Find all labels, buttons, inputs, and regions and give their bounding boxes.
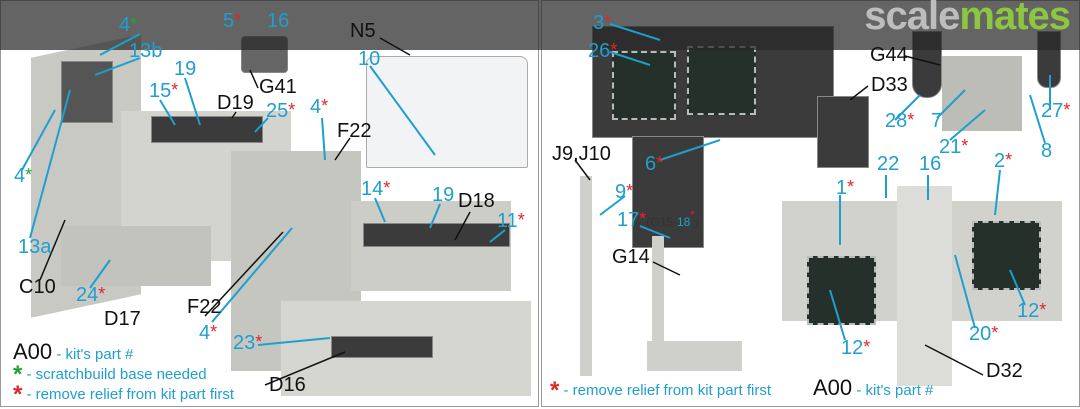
mfd-12-left-photo bbox=[807, 256, 876, 325]
panel-d33-photo bbox=[817, 96, 869, 168]
mfd-12-right-photo bbox=[972, 221, 1041, 290]
console-panel-d18-photo bbox=[363, 223, 510, 247]
callout-6: 6* bbox=[645, 153, 664, 175]
callout-g41: G41 bbox=[259, 76, 297, 98]
callout-3: 3* bbox=[593, 12, 612, 34]
center-column-photo bbox=[897, 186, 952, 386]
callout-17: 17*(G15-18*) bbox=[617, 209, 699, 231]
callout-d17: D17 bbox=[104, 308, 141, 330]
legend-remove-relief: * - remove relief from kit part first bbox=[13, 381, 235, 408]
callout-d19: D19 bbox=[217, 92, 254, 114]
canopy-glass-photo bbox=[366, 56, 528, 168]
callout-4: 4* bbox=[199, 322, 218, 344]
callout-21: 21* bbox=[939, 136, 969, 158]
legend-kit-part: A00 - kit's part # bbox=[813, 375, 934, 400]
console-panel-d19-photo bbox=[151, 116, 263, 143]
callout-c10: C10 bbox=[19, 276, 56, 298]
callout-f22: F22 bbox=[337, 120, 372, 142]
callout-14: 14* bbox=[361, 178, 391, 200]
callout-5: 5* bbox=[223, 10, 242, 32]
left-side-console-photo bbox=[61, 226, 211, 286]
callout-16: 16 bbox=[919, 153, 942, 175]
callout-2: 2* bbox=[994, 150, 1013, 172]
callout-23: 23* bbox=[233, 332, 263, 354]
console-panel-d16-photo bbox=[331, 336, 433, 358]
callout-12-left: 12* bbox=[841, 337, 871, 359]
callout-11: 11* bbox=[497, 210, 525, 232]
callout-f22: F22 bbox=[187, 296, 222, 318]
legend-scratchbuild: * - scratchbuild base needed bbox=[13, 361, 207, 388]
right-instruction-panel: 3* 26* G44 D33 28* 7 27* 21* 8 J9,J10 6*… bbox=[541, 0, 1080, 407]
callout-d16: D16 bbox=[269, 374, 306, 396]
callout-20: 20* bbox=[969, 323, 999, 345]
callout-1: 1* bbox=[836, 177, 855, 199]
callout-8: 8 bbox=[1041, 140, 1053, 162]
legend-kit-part: A00 - kit's part # bbox=[13, 339, 134, 364]
stick-j9-photo bbox=[580, 176, 592, 376]
panel-13b-photo bbox=[61, 61, 113, 123]
legend-remove-relief: * - remove relief from kit part first bbox=[550, 377, 772, 404]
callout-d18: D18 bbox=[458, 190, 495, 212]
callout-19: 19 bbox=[174, 58, 197, 80]
mfd-26-photo bbox=[612, 51, 676, 120]
panel-6-photo bbox=[632, 136, 704, 248]
callout-19: 19 bbox=[432, 184, 455, 206]
throttle-g14-photo bbox=[652, 236, 664, 346]
callout-13b: 13b bbox=[129, 40, 163, 62]
callout-10: 10 bbox=[358, 48, 381, 70]
callout-4: 4* bbox=[119, 14, 138, 36]
callout-9: 9* bbox=[615, 181, 634, 203]
callout-24: 24* bbox=[76, 284, 106, 306]
callout-n5: N5 bbox=[350, 20, 376, 42]
scalemates-watermark: scalemates bbox=[0, 0, 1080, 50]
hud-g44-photo bbox=[942, 56, 1022, 131]
callout-12-right: 12* bbox=[1017, 300, 1047, 322]
throttle-base-photo bbox=[647, 341, 742, 371]
mfd-photo bbox=[687, 46, 756, 115]
callout-28: 28* bbox=[885, 110, 915, 132]
left-instruction-panel: 4* 13b 5* 16 N5 10 19 G41 D19 15* 25* 4*… bbox=[0, 0, 539, 408]
callout-22: 22 bbox=[877, 153, 900, 175]
callout-d32: D32 bbox=[986, 360, 1023, 382]
callout-g14: G14 bbox=[612, 246, 650, 268]
callout-26: 26* bbox=[588, 40, 618, 62]
callout-j9-j10: J9,J10 bbox=[552, 143, 611, 165]
callout-4: 4* bbox=[14, 165, 33, 187]
callout-25: 25* bbox=[266, 100, 296, 122]
callout-16: 16 bbox=[267, 10, 290, 32]
callout-27: 27* bbox=[1041, 100, 1071, 122]
callout-15: 15* bbox=[149, 80, 179, 102]
callout-d33: D33 bbox=[871, 74, 908, 96]
callout-g44: G44 bbox=[870, 44, 908, 66]
callout-7: 7 bbox=[931, 110, 943, 132]
callout-13a: 13a bbox=[18, 236, 52, 258]
callout-4: 4* bbox=[310, 96, 329, 118]
